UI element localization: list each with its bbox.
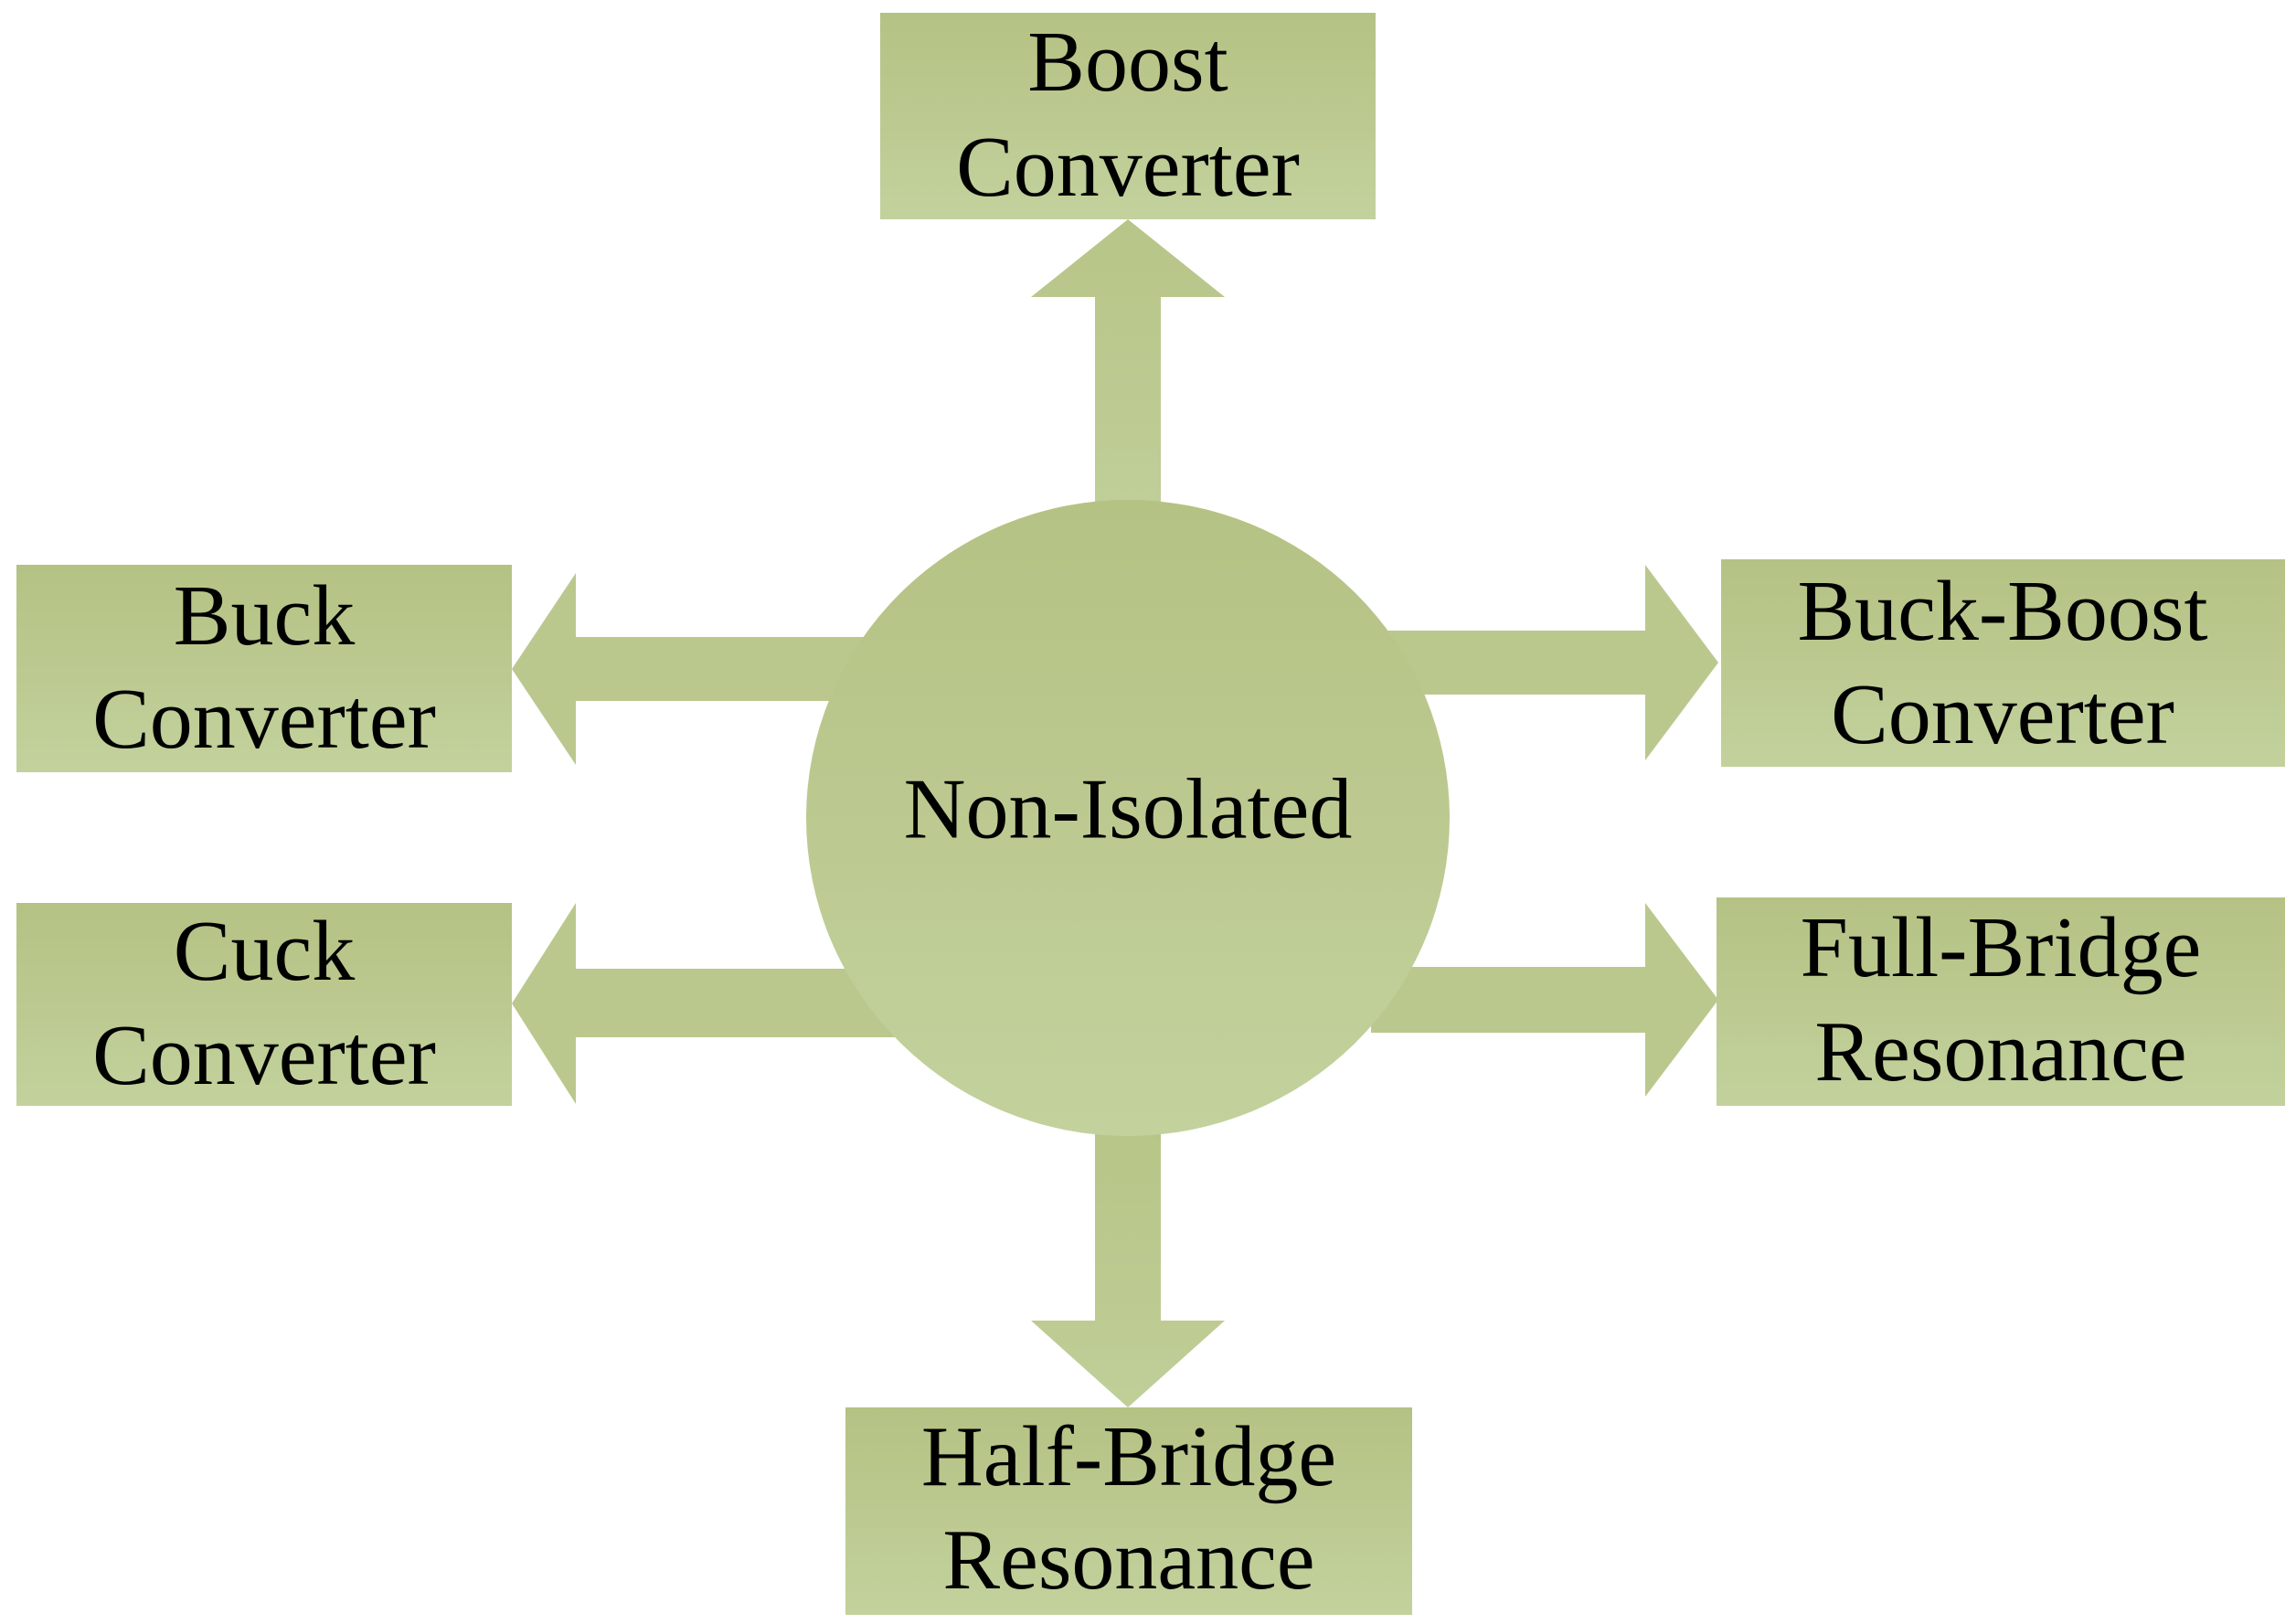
arrow-to-buck (512, 573, 896, 765)
node-half-bridge-resonance: Half-Bridge Resonance (845, 1407, 1412, 1615)
node-buck-converter: Buck Converter (16, 565, 512, 772)
node-box (1721, 559, 2285, 767)
node-label-line1: Buck (174, 568, 355, 663)
arrow-to-boost (1031, 219, 1225, 512)
center-hub (806, 500, 1450, 1136)
arrow-to-full-bridge (1371, 903, 1718, 1097)
node-label-line1: Full-Bridge (1801, 900, 2202, 995)
node-label-line2: Converter (956, 120, 1300, 215)
center-hub-label: Non-Isolated (904, 762, 1353, 857)
node-label-line2: Converter (92, 1008, 436, 1103)
arrow-to-buck-boost (1371, 565, 1718, 760)
node-label-line2: Resonance (1814, 1004, 2186, 1099)
node-label-line1: Boost (1027, 15, 1228, 110)
node-label-line1: Cuck (174, 904, 355, 999)
node-box (16, 565, 512, 772)
node-label-line1: Buck-Boost (1797, 564, 2207, 659)
node-box (845, 1407, 1412, 1615)
node-label-line2: Converter (92, 672, 436, 767)
node-cuck-converter: Cuck Converter (16, 903, 512, 1106)
node-box (16, 903, 512, 1106)
arrow-to-half-bridge (1031, 1129, 1225, 1407)
node-label-line2: Converter (1831, 667, 2174, 762)
arrow-to-cuck (512, 903, 896, 1104)
node-label-line2: Resonance (942, 1513, 1314, 1608)
node-label-line1: Half-Bridge (921, 1409, 1336, 1504)
node-boost-converter: Boost Converter (880, 13, 1376, 219)
node-full-bridge-resonance: Full-Bridge Resonance (1717, 897, 2285, 1106)
node-box (1717, 897, 2285, 1106)
node-buck-boost-converter: Buck-Boost Converter (1721, 559, 2285, 767)
node-box (880, 13, 1376, 219)
